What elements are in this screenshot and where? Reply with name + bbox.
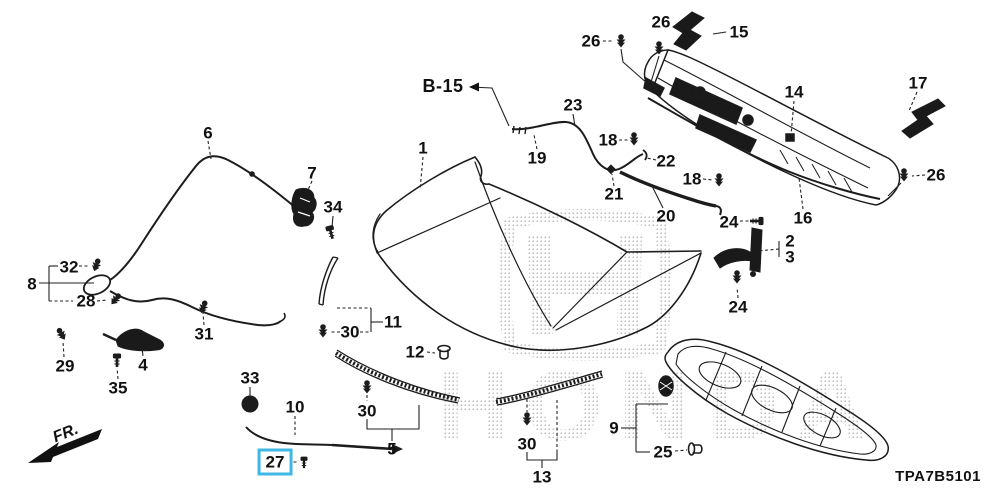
part-label-5[interactable]: 5: [387, 439, 397, 459]
part-label-24[interactable]: 24: [719, 212, 739, 232]
cable-hook-clip: [642, 149, 648, 161]
cowl-seal-clip: [785, 133, 795, 142]
part-label-4[interactable]: 4: [138, 355, 148, 375]
part-label-18[interactable]: 18: [682, 169, 702, 189]
hood-insulator: [658, 338, 889, 462]
wiper-pivot: [694, 86, 706, 98]
part-label-26[interactable]: 26: [581, 31, 601, 51]
part-label-17[interactable]: 17: [908, 73, 928, 93]
cowl-vent-slot: [669, 76, 743, 126]
release-cable: [82, 155, 303, 327]
part-label-32[interactable]: 32: [59, 257, 79, 277]
part-label-29[interactable]: 29: [55, 356, 75, 376]
wiper-bracket-right: [901, 98, 946, 139]
part-label-31[interactable]: 31: [194, 324, 214, 344]
part-label-26[interactable]: 26: [651, 12, 671, 32]
part-label-30[interactable]: 30: [517, 434, 537, 454]
part-label-24[interactable]: 24: [728, 297, 748, 317]
b15-connector-cable: [511, 120, 648, 175]
part-label-6[interactable]: 6: [203, 123, 213, 143]
part-label-1[interactable]: 1: [418, 138, 428, 158]
part-label-b-15[interactable]: B-15: [422, 76, 464, 96]
part-label-2[interactable]: 2: [785, 231, 795, 251]
diagram-code: TPA7B5101: [895, 468, 981, 485]
part-label-30[interactable]: 30: [357, 401, 377, 421]
hood-hinge-right: [713, 227, 763, 277]
wiper-bracket-left: [672, 11, 705, 51]
part-label-10[interactable]: 10: [285, 397, 305, 417]
part-label-34[interactable]: 34: [323, 197, 343, 217]
part-label-16[interactable]: 16: [793, 208, 813, 228]
cable-clip: [606, 164, 616, 175]
fr-direction-arrow: [28, 429, 102, 463]
part-label-14[interactable]: 14: [784, 82, 804, 102]
part-label-13[interactable]: 13: [532, 467, 552, 487]
hood-panel: [372, 156, 702, 352]
hood-hinge-left: [102, 328, 164, 352]
hood-latch-detail: [297, 197, 311, 217]
part-label-3[interactable]: 3: [785, 247, 795, 267]
part-label-25[interactable]: 25: [653, 442, 673, 462]
part-label-12[interactable]: 12: [405, 342, 425, 362]
part-label-8[interactable]: 8: [27, 274, 37, 294]
part-label-15[interactable]: 15: [729, 22, 749, 42]
honda-emblem-h: [528, 236, 642, 334]
part-label-18[interactable]: 18: [598, 130, 618, 150]
part-label-11[interactable]: 11: [384, 312, 402, 332]
hinge-cover: [318, 256, 339, 306]
wiper-pivot: [742, 114, 754, 126]
cowl-vent-slot: [695, 113, 758, 153]
stay-grommet: [241, 395, 259, 413]
part-label-30[interactable]: 30: [340, 322, 360, 342]
hood-latch: [291, 187, 317, 227]
part-label-28[interactable]: 28: [76, 291, 96, 311]
part-label-19[interactable]: 19: [527, 148, 547, 168]
part-label-20[interactable]: 20: [656, 206, 676, 226]
leader-lines: [39, 31, 926, 468]
part-label-23[interactable]: 23: [563, 95, 583, 115]
part-label-9[interactable]: 9: [609, 418, 619, 438]
part-label-33[interactable]: 33: [240, 368, 260, 388]
part-label-7[interactable]: 7: [307, 163, 317, 183]
front-molding-right: [495, 370, 604, 406]
cable-retainer-loop: [82, 274, 112, 296]
lock-stay-rod: [241, 395, 403, 454]
cowl-seal: [647, 97, 881, 200]
part-label-27[interactable]: 27: [257, 448, 293, 476]
front-molding-left: [334, 349, 461, 404]
cowl-top-assembly: [643, 49, 901, 206]
hood-seal: [619, 170, 722, 216]
part-label-35[interactable]: 35: [108, 378, 128, 398]
part-label-22[interactable]: 22: [656, 151, 676, 171]
part-label-26[interactable]: 26: [926, 165, 946, 185]
part-label-21[interactable]: 21: [604, 184, 624, 204]
